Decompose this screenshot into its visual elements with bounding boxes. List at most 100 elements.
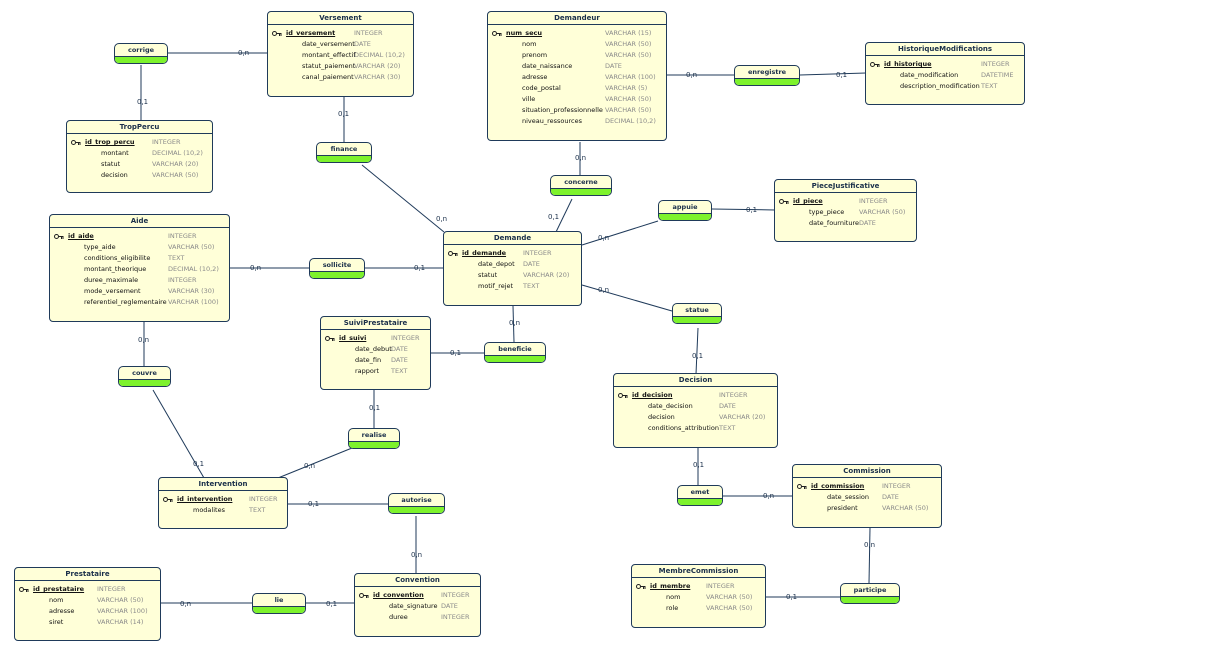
assoc-beneficie[interactable]: beneficie xyxy=(484,342,546,363)
assoc-statue[interactable]: statue xyxy=(672,303,722,324)
attribute-type: INTEGER xyxy=(441,613,470,621)
assoc-couvre[interactable]: couvre xyxy=(118,366,171,387)
assoc-lie[interactable]: lie xyxy=(252,593,306,614)
card-corrige-trop: 0,1 xyxy=(137,98,149,106)
assoc-enregistre[interactable]: enregistre xyxy=(734,65,800,86)
attribute-name: id_decision xyxy=(632,391,673,399)
attribute-name: adresse xyxy=(522,73,548,81)
link-couvre-intervention xyxy=(152,389,205,479)
assoc-participe[interactable]: participe xyxy=(840,583,900,604)
assoc-appuie[interactable]: appuie xyxy=(658,200,712,221)
assoc-realise[interactable]: realise xyxy=(348,428,400,449)
assoc-label: couvre xyxy=(119,367,170,380)
attribute-name: id_aide xyxy=(68,232,94,240)
attribute-type: INTEGER xyxy=(882,482,911,490)
attribute-name: ville xyxy=(522,95,536,103)
assoc-finance[interactable]: finance xyxy=(316,142,372,163)
assoc-concerne[interactable]: concerne xyxy=(550,175,612,196)
assoc-autorise[interactable]: autorise xyxy=(388,493,445,514)
assoc-sollicite[interactable]: sollicite xyxy=(309,258,365,279)
attribute-type: DATE xyxy=(882,493,899,501)
attribute-type: INTEGER xyxy=(719,391,748,399)
link-enregistre-historique xyxy=(799,72,867,76)
assoc-emet[interactable]: emet xyxy=(677,485,723,506)
attribute-type: INTEGER xyxy=(354,29,383,37)
assoc-label: sollicite xyxy=(310,259,364,272)
attribute-name: montant_effectif xyxy=(302,51,356,59)
attribute-name: prenom xyxy=(522,51,548,59)
attribute-type: TEXT xyxy=(719,424,736,432)
attribute-type: TEXT xyxy=(168,254,185,262)
card-enregistre-demandeur: 0,n xyxy=(686,71,698,79)
primary-key-attribute: id_decision INTEGER xyxy=(618,390,773,401)
assoc-corrige[interactable]: corrige xyxy=(114,43,168,64)
attribute-name: date_depot xyxy=(478,260,515,268)
attribute-name: date_versement xyxy=(302,40,355,48)
card-demandeur-concerne: 0,n xyxy=(575,154,587,162)
card-autorise-convention: 0,n xyxy=(411,551,423,559)
attribute-type: INTEGER xyxy=(523,249,552,257)
attribute-name: type_piece xyxy=(809,208,845,216)
key-icon xyxy=(618,393,628,398)
entity-title: Aide xyxy=(50,215,229,228)
attribute-type: INTEGER xyxy=(981,60,1010,68)
assoc-label: realise xyxy=(349,429,399,442)
card-finance-demande: 0,n xyxy=(436,215,448,223)
link-finance-demande xyxy=(361,164,445,233)
attribute-type: DATE xyxy=(605,62,622,70)
attribute-name: id_intervention xyxy=(177,495,233,503)
assoc-label: autorise xyxy=(389,494,444,507)
attribute-name: id_trop_percu xyxy=(85,138,135,146)
link-concerne-demande xyxy=(555,198,573,233)
attribute-name: code_postal xyxy=(522,84,561,92)
attribute-name: id_versement xyxy=(286,29,336,37)
card-couvre-aide: 0,n xyxy=(138,336,150,344)
attribute-type: INTEGER xyxy=(391,334,420,342)
key-icon xyxy=(325,336,335,341)
attribute-type: INTEGER xyxy=(859,197,888,205)
attribute-type: VARCHAR (100) xyxy=(168,298,219,306)
attribute-type: TEXT xyxy=(249,506,266,514)
card-corrige-versement: 0,n xyxy=(238,49,250,57)
attribute-name: motif_rejet xyxy=(478,282,514,290)
attribute-type: VARCHAR (20) xyxy=(354,62,401,70)
attribute-type: DATE xyxy=(391,345,408,353)
attribute-name: president xyxy=(827,504,858,512)
attribute-type: DATE xyxy=(859,219,876,227)
link-demande-beneficie xyxy=(512,305,515,343)
